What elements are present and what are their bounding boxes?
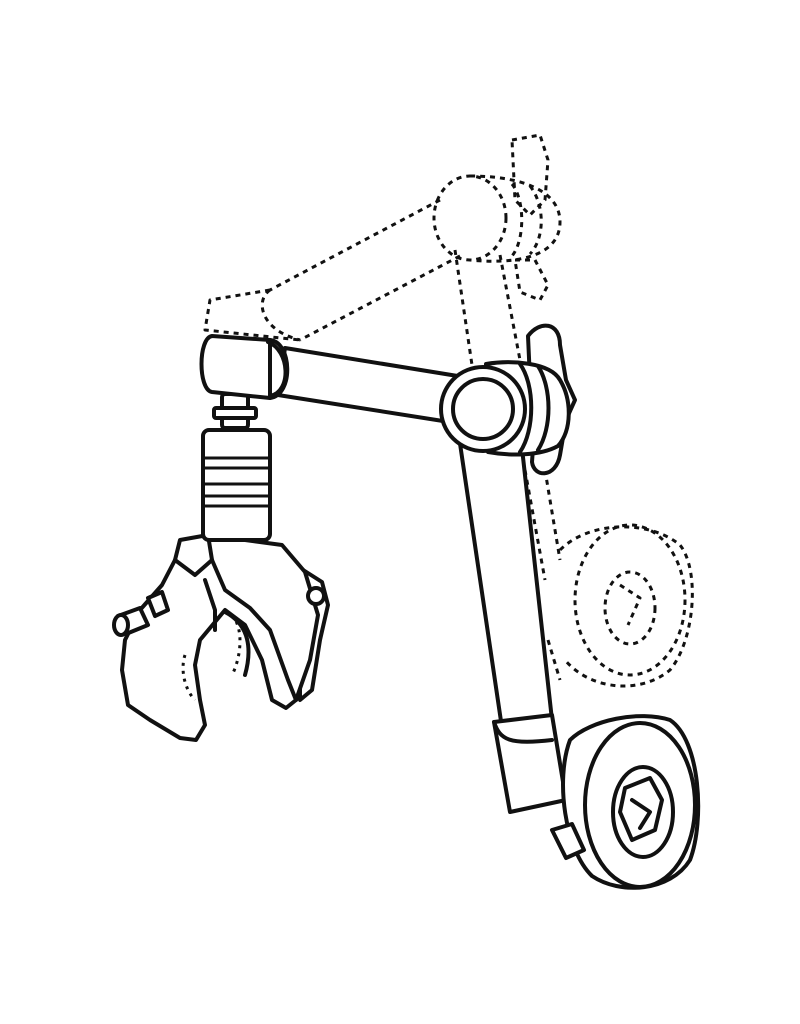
super-clamp xyxy=(112,533,330,742)
mount-disc xyxy=(550,714,701,890)
alternate-position-ghost xyxy=(203,133,694,688)
threaded-stem xyxy=(201,392,272,542)
clamp-front-jaw xyxy=(120,533,320,742)
lower-end-fitting xyxy=(492,713,568,814)
clamp-locking-pin xyxy=(112,590,170,637)
disc-lug xyxy=(550,822,586,860)
lower-arm xyxy=(456,428,568,814)
upper-arm xyxy=(199,334,472,426)
center-knuckle-joint xyxy=(439,323,577,476)
clamp-hinge-knob xyxy=(306,586,326,606)
